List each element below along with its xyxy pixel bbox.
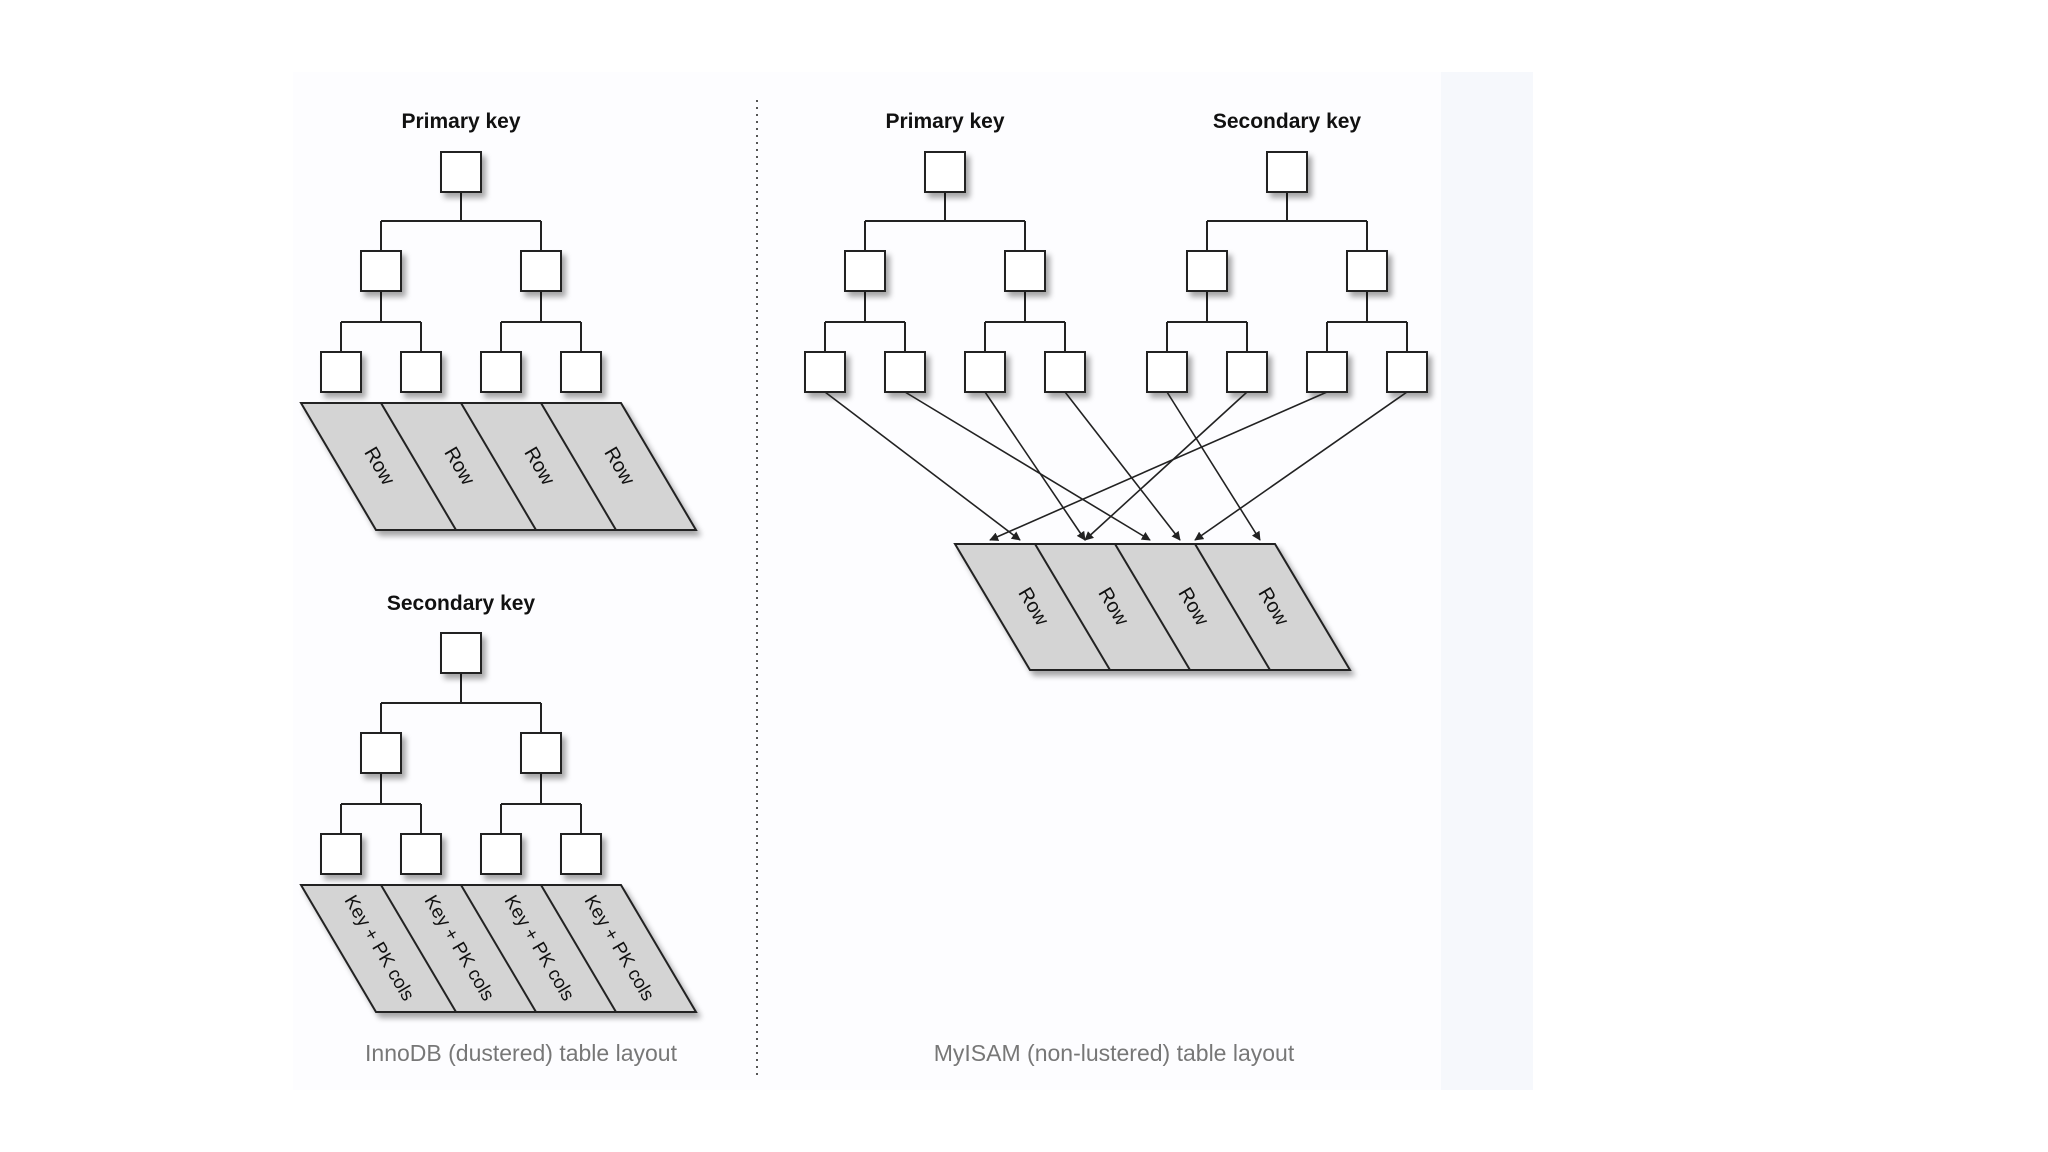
myisam-row-pointers [824,391,1408,541]
leaf-node [1044,351,1086,393]
leaf-node [400,833,442,875]
row-divider [460,884,537,1013]
row-divider [540,402,617,531]
leaf-node [480,833,522,875]
row-pointer-arrow [824,391,1021,541]
internal-node [1004,250,1046,292]
innodb-secondary-key-tree [320,632,602,875]
internal-node [360,250,402,292]
myisam-caption: MyISAM (non-lustered) table layout [934,1040,1295,1066]
row-pointer-arrow [1166,391,1261,541]
row-divider [460,402,537,531]
row-pointer-arrow [1194,391,1408,541]
row-pointer-arrow [989,391,1328,541]
innodb-primary-key-label: Primary key [401,110,520,133]
internal-node [1186,250,1228,292]
panel-edge [1441,72,1533,1090]
row-divider [540,884,617,1013]
leaf-node [560,833,602,875]
row-pointer-arrow [1084,391,1248,541]
internal-node [844,250,886,292]
leaf-node [1226,351,1268,393]
root-node [1266,151,1308,193]
root-node [440,151,482,193]
leaf-node [320,351,362,393]
row-pointer-arrow [904,391,1151,541]
myisam-secondary-key-label: Secondary key [1213,110,1362,133]
leaf-node [964,351,1006,393]
internal-node [520,250,562,292]
row-divider [380,402,457,531]
leaf-node [804,351,846,393]
row-pointer-arrow [984,391,1086,541]
internal-node [520,732,562,774]
leaf-node [884,351,926,393]
innodb-secondary-key-label: Secondary key [387,592,536,615]
row-divider [1194,543,1271,671]
leaf-node [560,351,602,393]
internal-node [360,732,402,774]
myisam-primary-key-label: Primary key [885,110,1004,133]
row-divider [1034,543,1111,671]
leaf-node [1306,351,1348,393]
root-node [924,151,966,193]
internal-node [1346,250,1388,292]
leaf-node [480,351,522,393]
leaf-node [1386,351,1428,393]
leaf-node [400,351,442,393]
row-divider [1114,543,1191,671]
root-node [440,632,482,674]
row-pointer-arrow [1064,391,1181,541]
myisam-primary-key-tree [804,151,1086,393]
row-divider [380,884,457,1013]
myisam-secondary-key-tree [1146,151,1428,393]
leaf-node [1146,351,1188,393]
leaf-node [320,833,362,875]
innodb-caption: InnoDB (dustered) table layout [365,1040,678,1066]
innodb-primary-key-tree [320,151,602,393]
